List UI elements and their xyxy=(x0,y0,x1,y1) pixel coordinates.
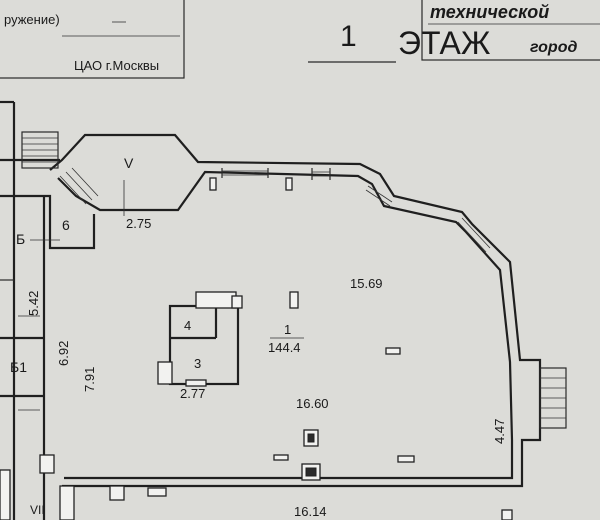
stamp-text-line1: ружение) xyxy=(4,12,60,27)
room-3-door xyxy=(185,379,207,387)
dim-7-91: 7.91 xyxy=(82,367,97,392)
main-room-number: 1 xyxy=(284,322,291,337)
toilet-fixture xyxy=(157,361,173,385)
stair-right xyxy=(539,367,567,429)
left-rooms xyxy=(0,100,99,520)
column-10 xyxy=(501,509,513,520)
main-room-area: 144.4 xyxy=(268,340,301,355)
dim-6-92: 6.92 xyxy=(56,341,71,366)
wall-pier-1 xyxy=(285,177,293,191)
dim-2-75: 2.75 xyxy=(126,216,151,231)
stair-corridor-v xyxy=(59,167,99,205)
room-4-label: 4 xyxy=(184,318,191,333)
column-4-core xyxy=(305,467,317,477)
column-6 xyxy=(397,455,415,463)
column-7 xyxy=(39,454,55,474)
header-right-frame xyxy=(421,0,600,61)
header-right-bottom: город xyxy=(530,39,577,56)
dim-16-60: 16.60 xyxy=(296,396,329,411)
floor-word: ЭТАЖ xyxy=(398,25,491,61)
labels: V 2.75 6 Б Б1 VII 15.69 1 144.4 4 3 2.77… xyxy=(10,155,507,519)
dim-2-77: 2.77 xyxy=(180,386,205,401)
column-3-core xyxy=(307,433,315,443)
stamp-text-line2: ЦАО г.Москвы xyxy=(74,58,159,73)
wall-pier-2 xyxy=(209,177,217,191)
room-vii-block xyxy=(59,485,75,520)
room-b-label: Б xyxy=(16,231,25,247)
dim-15-69: 15.69 xyxy=(350,276,383,291)
inner-wall-outline xyxy=(57,170,514,480)
columns xyxy=(39,291,513,520)
dim-5-42: 5.42 xyxy=(26,291,41,316)
room-3-label: 3 xyxy=(194,356,201,371)
internal-rooms xyxy=(157,291,243,387)
room-b1-label: Б1 xyxy=(10,359,27,375)
outer-walls xyxy=(49,133,542,488)
room-v-label: V xyxy=(124,155,134,171)
outer-wall-outline xyxy=(49,133,542,488)
column-1 xyxy=(289,291,299,309)
room-6-label: 6 xyxy=(62,217,70,233)
column-8 xyxy=(109,485,125,501)
stair-upper-left xyxy=(21,131,59,169)
title-block: ружение) ЦАО г.Москвы 1 ЭТАЖ технической… xyxy=(0,0,600,79)
room-vii-label: VII xyxy=(30,503,45,517)
lower-left-block xyxy=(0,469,11,520)
dim-4-47: 4.47 xyxy=(492,419,507,444)
column-2 xyxy=(385,347,401,355)
floor-number: 1 xyxy=(340,20,357,53)
room-6-wall xyxy=(0,194,96,250)
room-corner-block xyxy=(231,295,243,309)
header-right-top: технической xyxy=(430,2,549,22)
column-9 xyxy=(147,487,167,497)
title-stamp-frame xyxy=(0,0,185,79)
column-5 xyxy=(273,454,289,461)
window-marks xyxy=(221,168,491,253)
dim-16-14: 16.14 xyxy=(294,504,327,519)
room-top-block xyxy=(195,291,237,309)
